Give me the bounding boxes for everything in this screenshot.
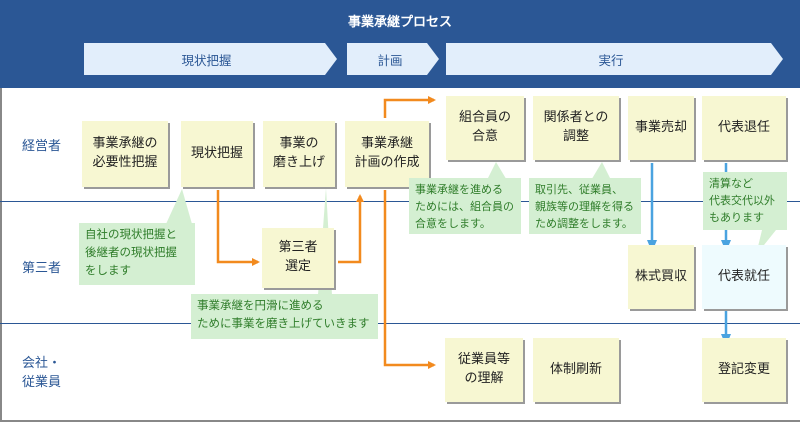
phase-shape-genjo <box>84 43 337 75</box>
step-status-review: 現状把握 <box>181 121 253 187</box>
step-business-sale: 事業売却 <box>628 96 694 160</box>
step-rep-appointment: 代表就任 <box>702 245 786 309</box>
step-plan-creation: 事業承継 計画の作成 <box>345 121 429 187</box>
phase-genjo: 現状把握 <box>181 52 232 68</box>
phase-shape-jikko <box>446 43 783 75</box>
note-stakeholder-coordination: 取引先、従業員、 親族等の理解を得る ため調整をします。 <box>529 178 641 234</box>
note-union-consent: 事業承継を進める ためには、組合員の 合意をします。 <box>409 178 521 234</box>
step-employee-understanding: 従業員等 の理解 <box>445 338 523 402</box>
note-business-polish: 事業承継を円滑に進める ために事業を磨き上げていきます <box>191 294 378 339</box>
step-stock-purchase: 株式買収 <box>628 245 694 309</box>
step-stakeholder-coordination: 関係者との 調整 <box>533 96 619 160</box>
phase-keikaku: 計画 <box>377 52 403 68</box>
step-need-recognition: 事業承継の 必要性把握 <box>82 121 168 187</box>
diagram-title: 事業承継プロセス <box>347 15 452 30</box>
step-third-party-selection: 第三者 選定 <box>262 228 334 288</box>
step-registry-change: 登記変更 <box>702 338 786 402</box>
lane-label-company: 会社・ 従業員 <box>22 356 62 390</box>
phase-shape-keikaku <box>347 43 439 75</box>
phase-arrows-bg <box>84 43 783 75</box>
step-structure-renewal: 体制刷新 <box>533 338 619 402</box>
lane-divider-2 <box>0 323 800 324</box>
phase-jikko: 実行 <box>598 52 624 68</box>
lane-label-manager: 経営者 <box>22 139 62 154</box>
step-union-consent: 組合員の 合意 <box>446 96 524 160</box>
lane-divider-1 <box>0 201 800 202</box>
lane-label-third-party: 第三者 <box>22 261 62 276</box>
swimlane-frame <box>0 88 800 422</box>
note-status-review: 自社の現状把握と 後継者の現状把握 をします <box>79 223 195 285</box>
note-rep-retirement: 清算など 代表交代以外 もあります <box>703 172 787 230</box>
step-business-polish: 事業の 磨き上げ <box>263 121 335 187</box>
step-rep-retirement: 代表退任 <box>702 96 786 160</box>
